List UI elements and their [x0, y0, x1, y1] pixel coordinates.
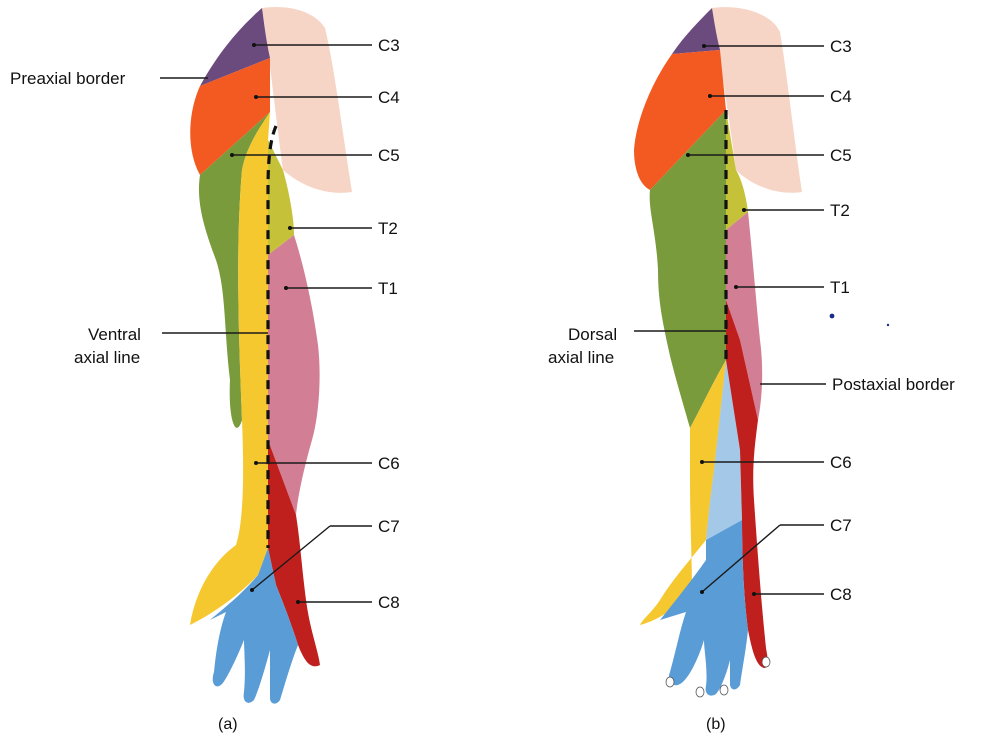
label-t2-b: T2: [830, 201, 850, 220]
nail-3-b: [720, 685, 728, 695]
label-c3-b: C3: [830, 37, 852, 56]
nail-1-b: [666, 677, 674, 687]
caption-a: (a): [218, 716, 238, 733]
label-c4-b: C4: [830, 87, 852, 106]
label-ventral-axial-1: Ventral: [88, 325, 141, 344]
label-c5-b: C5: [830, 146, 852, 165]
caption-b: (b): [706, 716, 726, 733]
label-c4-a: C4: [378, 88, 400, 107]
label-t2-a: T2: [378, 219, 398, 238]
label-dorsal-axial-2: axial line: [548, 348, 614, 367]
label-postaxial-border: Postaxial border: [832, 375, 955, 394]
panel-b: C3 C4 C5 T2 T1 Postaxial border C6 C7 C8…: [548, 7, 955, 733]
nail-2-b: [696, 687, 704, 697]
dermatome-c7-b: [660, 520, 748, 696]
panel-a: C3 C4 C5 T2 T1 C6 C7 C8 Preaxial border …: [10, 7, 400, 733]
label-c5-a: C5: [378, 146, 400, 165]
label-c6-b: C6: [830, 453, 852, 472]
label-c8-a: C8: [378, 593, 400, 612]
dermatome-c3-b: [672, 8, 720, 54]
speck-2: [887, 324, 889, 326]
nail-4-b: [762, 657, 770, 667]
label-t1-b: T1: [830, 278, 850, 297]
label-c3-a: C3: [378, 36, 400, 55]
label-ventral-axial-2: axial line: [74, 348, 140, 367]
speck-1: [830, 314, 835, 319]
label-c7-b: C7: [830, 516, 852, 535]
label-t1-a: T1: [378, 279, 398, 298]
label-c8-b: C8: [830, 585, 852, 604]
label-c7-a: C7: [378, 517, 400, 536]
label-preaxial-border: Preaxial border: [10, 69, 126, 88]
arm-a-segments: [190, 7, 352, 704]
label-c6-a: C6: [378, 454, 400, 473]
label-dorsal-axial-1: Dorsal: [568, 325, 617, 344]
